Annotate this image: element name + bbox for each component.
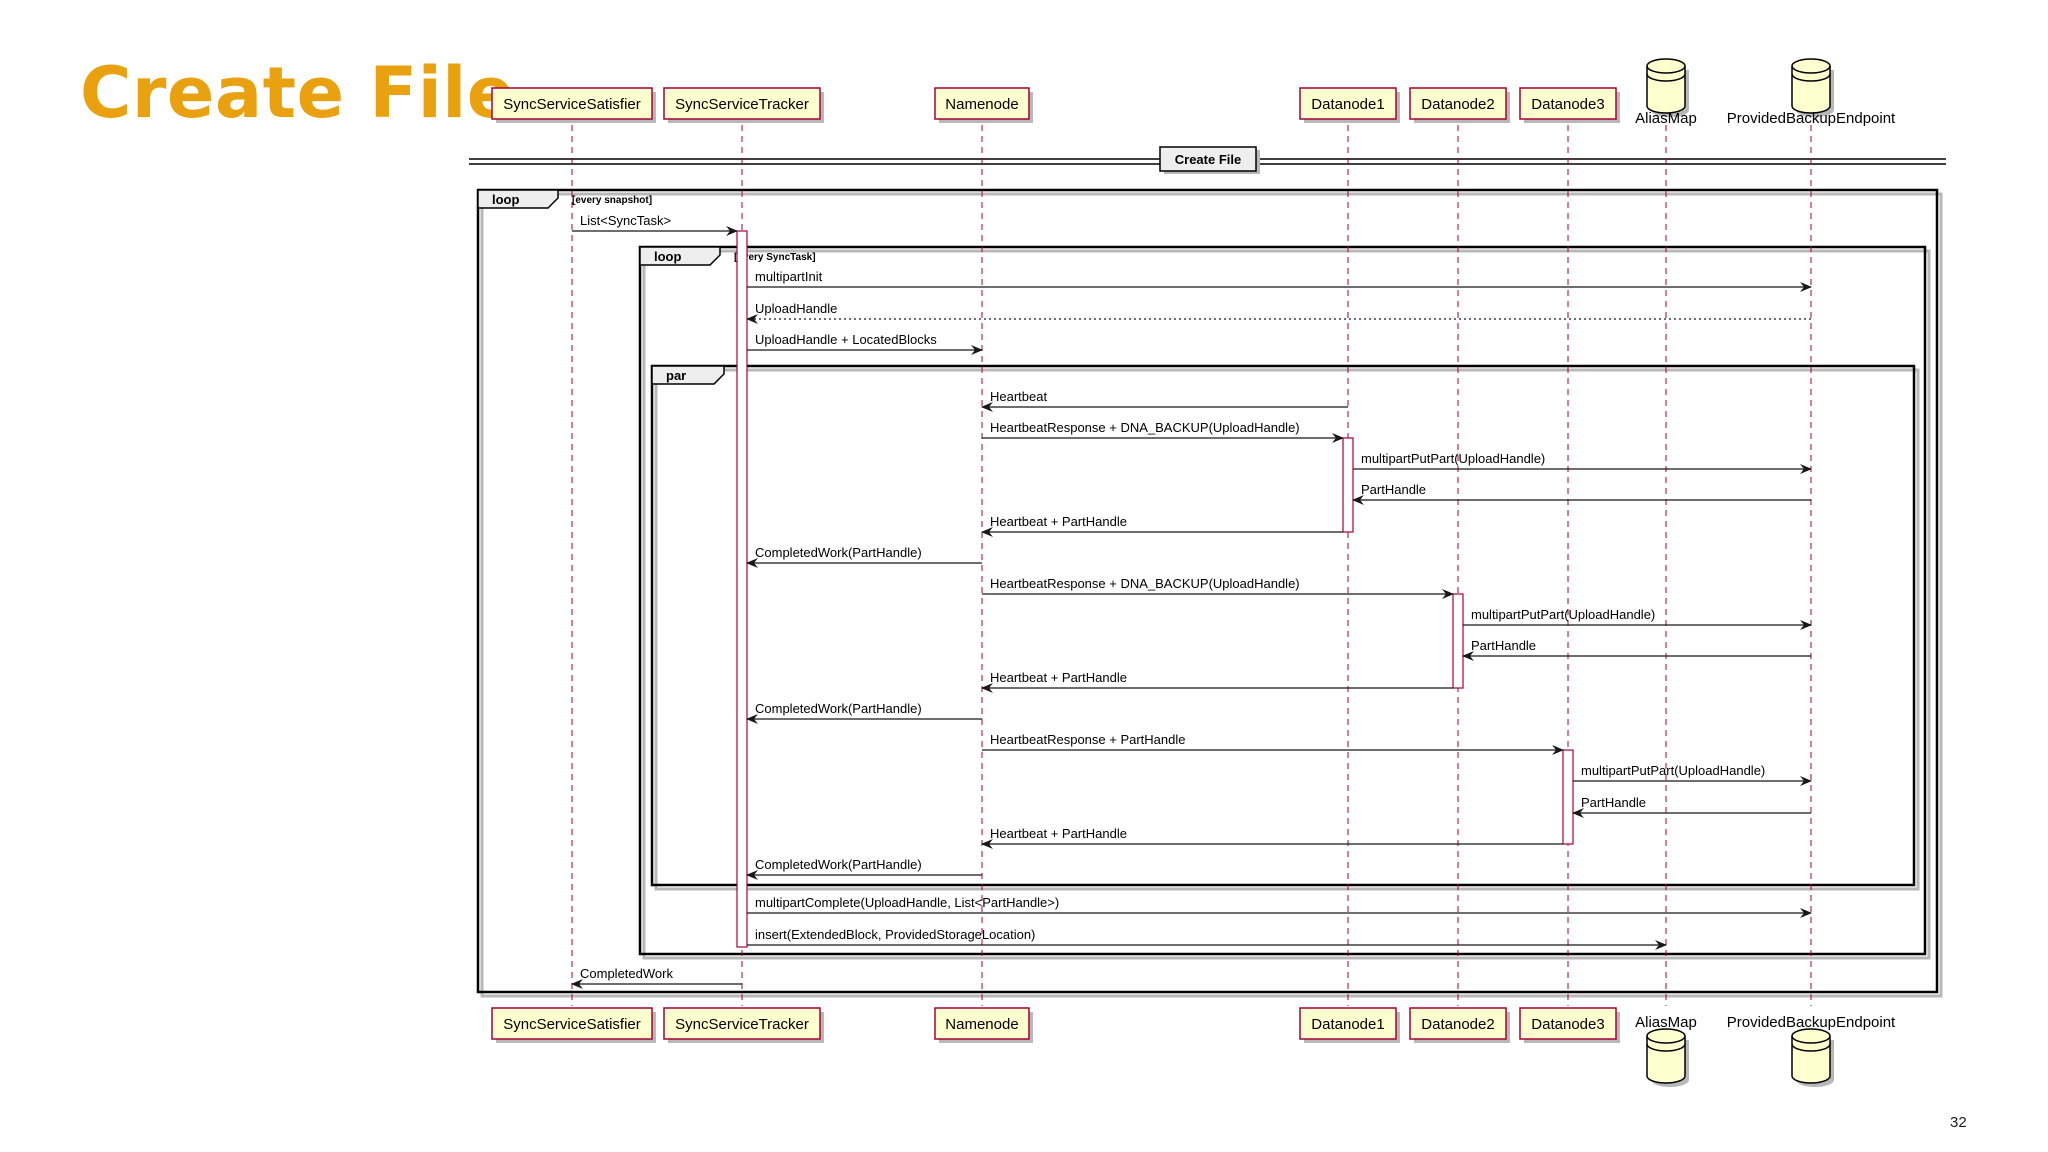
message-label: CompletedWork <box>580 966 673 981</box>
database-pbe-top-label: ProvidedBackupEndpoint <box>1727 110 1896 127</box>
message-label: CompletedWork(PartHandle) <box>755 857 922 872</box>
database-am-bottom-label: AliasMap <box>1635 1014 1697 1031</box>
database-pbe-bottom-label: ProvidedBackupEndpoint <box>1727 1014 1896 1031</box>
activation-sst <box>736 230 748 948</box>
participant-dn1-bottom-label: Datanode1 <box>1311 1016 1384 1033</box>
slide-number: 32 <box>1950 1114 1967 1131</box>
message-label: Heartbeat <box>990 389 1047 404</box>
database-pbe-bottom-body <box>1791 1028 1831 1084</box>
fragment-loop-shadow <box>480 192 1943 998</box>
database-pbe-top-rim <box>1791 65 1831 74</box>
participant-dn1-top-box <box>1299 87 1397 120</box>
database-am-top-ring <box>1646 73 1686 82</box>
participant-dn2-top-label: Datanode2 <box>1421 96 1494 113</box>
fragment-loop-frame <box>638 245 1927 956</box>
database-am-bottom-rim <box>1646 1035 1686 1044</box>
message-label: multipartComplete(UploadHandle, List<Par… <box>755 895 1059 910</box>
message-label: Heartbeat + PartHandle <box>990 826 1127 841</box>
database-pbe-bottom-rim <box>1791 1035 1831 1044</box>
separator-label-box <box>1159 146 1257 172</box>
participant-dn1-top-label: Datanode1 <box>1311 96 1384 113</box>
fragment-loop-tab <box>639 246 721 266</box>
message-label: UploadHandle + LocatedBlocks <box>755 332 937 347</box>
fragment-par-frame <box>650 364 1916 887</box>
participant-dn1-bottom-box <box>1299 1007 1397 1040</box>
activation-dn1 <box>1342 437 1354 533</box>
participant-dn3-bottom-label: Datanode3 <box>1531 1016 1604 1033</box>
fragment-par-shadow <box>654 368 1920 891</box>
fragment-loop-guard: [every snapshot] <box>572 195 652 206</box>
participant-nn-top-label: Namenode <box>945 96 1018 113</box>
participant-nn-top-box <box>934 87 1030 120</box>
message-label: insert(ExtendedBlock, ProvidedStorageLoc… <box>755 927 1035 942</box>
message-label: multipartPutPart(UploadHandle) <box>1471 607 1655 622</box>
database-am-top-body <box>1646 58 1686 114</box>
database-am-bottom-body <box>1646 1028 1686 1084</box>
participant-nn-bottom-box <box>934 1007 1030 1040</box>
message-label: PartHandle <box>1361 482 1426 497</box>
participant-sst-top-box <box>663 87 821 120</box>
fragment-loop-label: loop <box>492 192 519 207</box>
database-am-top-label: AliasMap <box>1635 110 1697 127</box>
participant-nn-bottom-label: Namenode <box>945 1016 1018 1033</box>
message-label: UploadHandle <box>755 301 837 316</box>
message-label: PartHandle <box>1471 638 1536 653</box>
participant-dn3-top-box <box>1519 87 1617 120</box>
participant-sss-bottom-label: SyncServiceSatisfier <box>503 1016 641 1033</box>
participant-sst-bottom-box <box>663 1007 821 1040</box>
message-label: multipartPutPart(UploadHandle) <box>1581 763 1765 778</box>
message-label: multipartInit <box>755 269 823 284</box>
message-label: HeartbeatResponse + DNA_BACKUP(UploadHan… <box>990 420 1300 435</box>
participant-dn2-bottom-box <box>1409 1007 1507 1040</box>
participant-dn3-bottom-box <box>1519 1007 1617 1040</box>
database-pbe-top-body <box>1791 58 1831 114</box>
slide-title: Create File <box>80 52 515 134</box>
message-label: Heartbeat + PartHandle <box>990 670 1127 685</box>
database-am-top-rim <box>1646 65 1686 74</box>
participant-dn2-top-box <box>1409 87 1507 120</box>
activation-dn2 <box>1452 593 1464 689</box>
database-pbe-bottom-ring <box>1791 1043 1831 1052</box>
message-label: HeartbeatResponse + DNA_BACKUP(UploadHan… <box>990 576 1300 591</box>
message-label: Heartbeat + PartHandle <box>990 514 1127 529</box>
participant-sss-top-label: SyncServiceSatisfier <box>503 96 641 113</box>
participant-dn2-bottom-label: Datanode2 <box>1421 1016 1494 1033</box>
fragment-loop-tab <box>477 189 559 209</box>
message-label: HeartbeatResponse + PartHandle <box>990 732 1185 747</box>
fragment-loop-guard: [every SyncTask] <box>734 252 816 263</box>
fragment-loop-label: loop <box>654 249 681 264</box>
participant-sst-bottom-label: SyncServiceTracker <box>675 1016 809 1033</box>
participant-sss-bottom-box <box>491 1007 653 1040</box>
participant-dn3-top-label: Datanode3 <box>1531 96 1604 113</box>
separator-label: Create File <box>1175 152 1241 167</box>
database-am-bottom-ring <box>1646 1043 1686 1052</box>
fragment-par-tab <box>651 365 725 385</box>
database-pbe-top-ring <box>1791 73 1831 82</box>
participant-sss-top-box <box>491 87 653 120</box>
message-label: CompletedWork(PartHandle) <box>755 701 922 716</box>
message-label: CompletedWork(PartHandle) <box>755 545 922 560</box>
message-label: List<SyncTask> <box>580 213 671 228</box>
fragment-loop-shadow <box>642 249 1931 960</box>
message-label: PartHandle <box>1581 795 1646 810</box>
activation-dn3 <box>1562 749 1574 845</box>
message-label: multipartPutPart(UploadHandle) <box>1361 451 1545 466</box>
fragment-par-label: par <box>666 368 686 383</box>
participant-sst-top-label: SyncServiceTracker <box>675 96 809 113</box>
fragment-loop-frame <box>476 188 1939 994</box>
